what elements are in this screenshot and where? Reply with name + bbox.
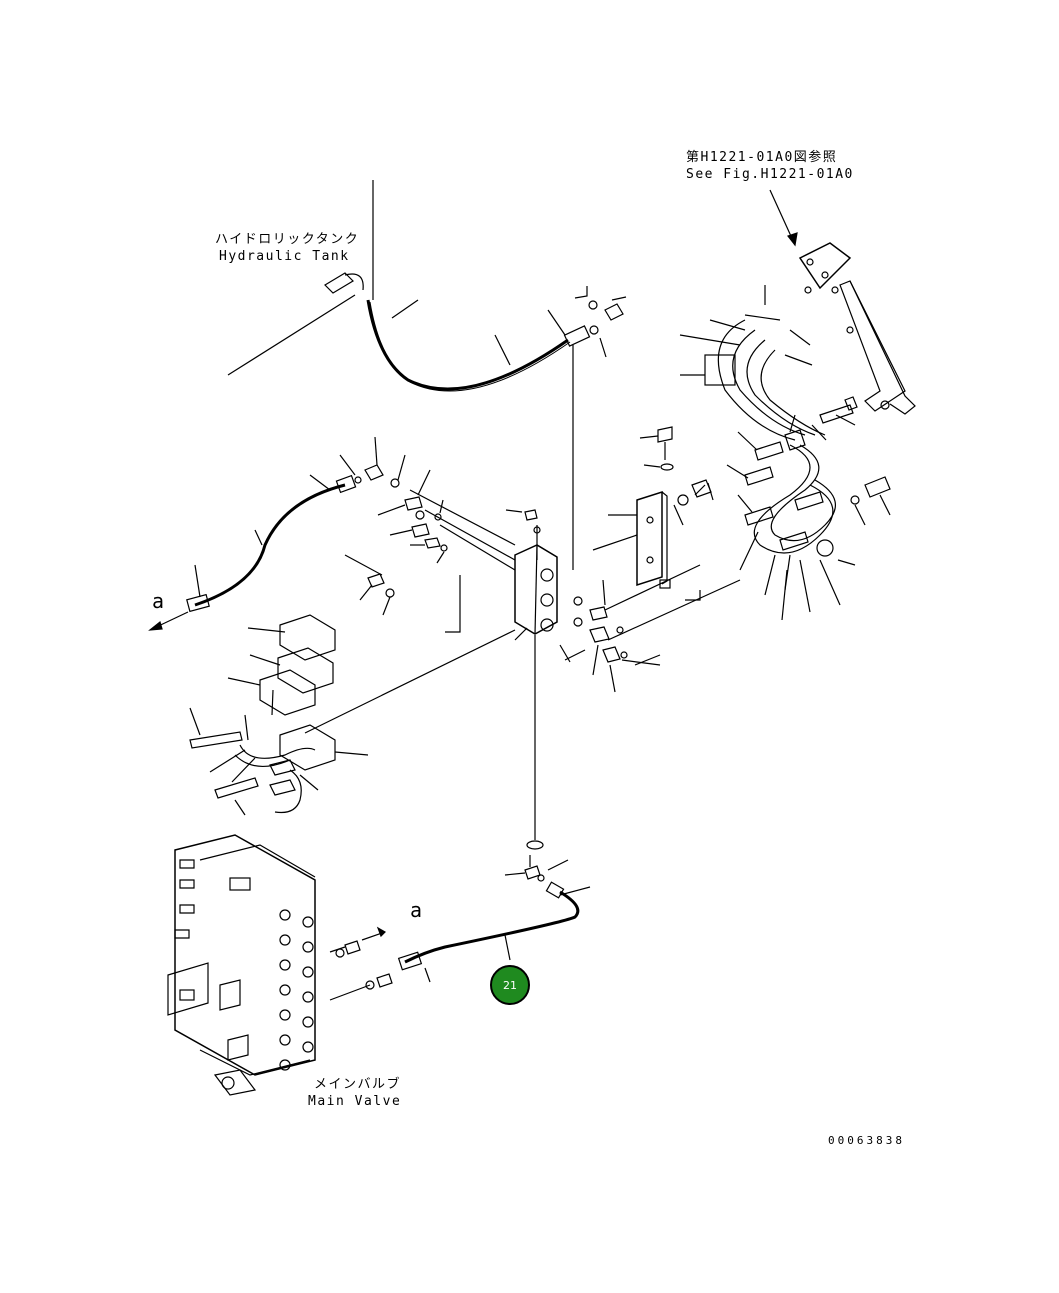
part-callout-21[interactable]: 21 bbox=[490, 965, 530, 1005]
manifold-block bbox=[505, 509, 558, 850]
pedal-assembly bbox=[679, 189, 916, 621]
see-fig-label-en: See Fig.H1221-01A0 bbox=[686, 167, 854, 182]
hydraulic-tank-label-en: Hydraulic Tank bbox=[219, 249, 350, 264]
tank-hose bbox=[227, 180, 627, 570]
reference-a-top: a bbox=[152, 589, 166, 613]
hose-item-21 bbox=[397, 855, 591, 983]
main-valve-label-jp: メインバルブ bbox=[314, 1077, 402, 1092]
left-hose bbox=[148, 436, 516, 633]
see-fig-label-jp: 第H1221-01A0図参照 bbox=[686, 150, 838, 165]
main-valve bbox=[167, 834, 393, 1096]
bracket-plate bbox=[592, 426, 714, 589]
solenoid-valves bbox=[189, 614, 516, 816]
reference-a-bottom: a bbox=[410, 898, 424, 922]
drawing-number: 00063838 bbox=[828, 1134, 905, 1147]
main-valve-label-en: Main Valve bbox=[308, 1094, 402, 1109]
hydraulic-tank-label-jp: ハイドロリックタンク bbox=[215, 232, 360, 247]
right-fittings bbox=[559, 564, 741, 693]
